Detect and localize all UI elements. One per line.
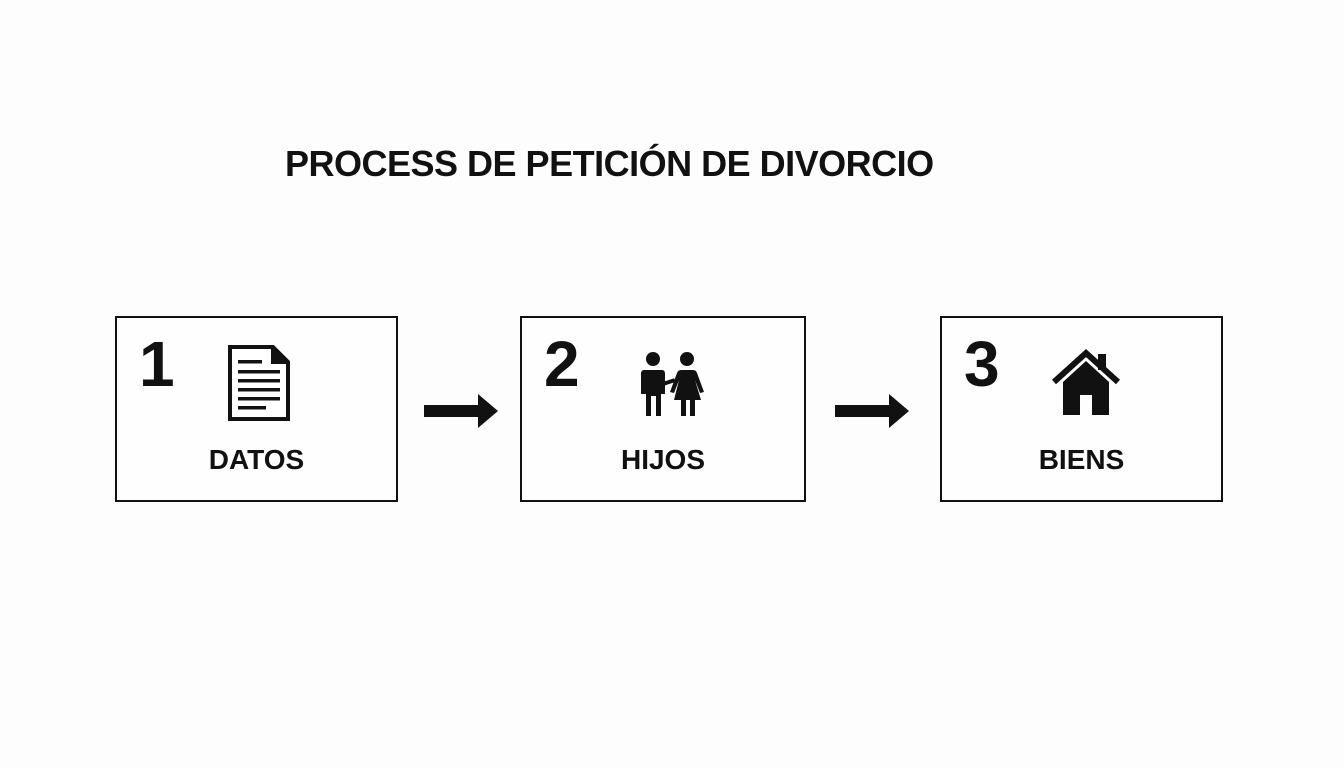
- step-number: 1: [139, 328, 175, 400]
- house-icon: [1050, 348, 1122, 423]
- step-label: HIJOS: [620, 444, 706, 475]
- step-box-hijos: 2 HIJOS: [520, 316, 806, 502]
- family-icon: [635, 350, 707, 423]
- document-icon: [227, 344, 291, 427]
- arrow-right-icon: [835, 393, 911, 434]
- step-number: 3: [964, 328, 1000, 400]
- arrow-right-icon: [424, 393, 500, 434]
- step-box-datos: 1 DATOS: [115, 316, 398, 502]
- step-number: 2: [544, 328, 580, 400]
- step-label: DATOS: [208, 444, 305, 475]
- step-label: BIENS: [1038, 444, 1125, 475]
- page-title: PROCESS DE PETICIÓN DE DIVORCIO: [285, 143, 934, 184]
- step-box-biens: 3 BIENS: [940, 316, 1223, 502]
